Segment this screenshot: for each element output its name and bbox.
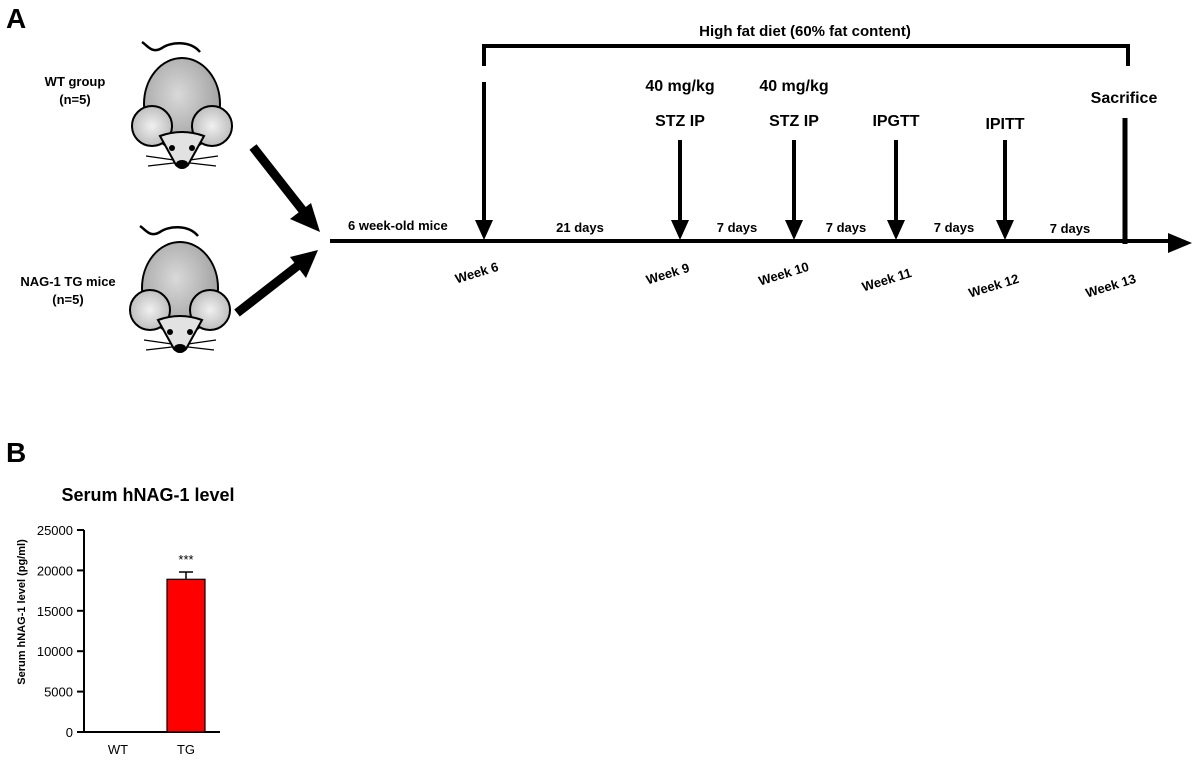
- group-n-tg: (n=5): [52, 292, 83, 307]
- event-arrow-week11: [887, 140, 905, 240]
- event-label-week9: STZ IP: [655, 113, 705, 130]
- y-tick-label: 5000: [44, 685, 73, 700]
- panel-a-letter: A: [6, 3, 26, 34]
- week-label-11: Week 11: [860, 265, 913, 294]
- diet-bracket: [482, 44, 1130, 66]
- week-label-13: Week 13: [1084, 271, 1138, 300]
- y-tick-label: 25000: [37, 523, 73, 538]
- x-tick-label-tg: TG: [177, 742, 195, 757]
- bar-tg: [166, 578, 206, 733]
- week-label-12: Week 12: [967, 271, 1021, 300]
- week-label-10: Week 10: [757, 259, 811, 288]
- event-label-week12: IPITT: [985, 116, 1024, 133]
- chart-y-axis-label: Serum hNAG-1 level (pg/ml): [16, 539, 28, 685]
- event-label-week11: IPGTT: [872, 113, 919, 130]
- week-label-9: Week 9: [644, 260, 691, 287]
- y-tick-label: 0: [66, 725, 73, 740]
- event-arrow-week12: [996, 140, 1014, 240]
- event-arrow-week6: [475, 82, 493, 240]
- merge-arrow-wt: [249, 144, 320, 232]
- event-dose-week10: 40 mg/kg: [759, 78, 828, 95]
- y-tick-label: 15000: [37, 604, 73, 619]
- merge-arrow-tg: [234, 250, 318, 317]
- interval-label-1: 21 days: [556, 220, 604, 235]
- event-label-week13: Sacrifice: [1091, 90, 1158, 107]
- x-tick-label-wt: WT: [108, 742, 128, 757]
- timeline-axis: [330, 233, 1192, 253]
- mouse-wt-icon: [131, 40, 233, 169]
- event-label-week10: STZ IP: [769, 113, 819, 130]
- group-label-wt: WT group: [45, 74, 106, 89]
- interval-label-4: 7 days: [934, 220, 974, 235]
- significance-tg: ***: [178, 552, 193, 567]
- event-dose-week9: 40 mg/kg: [645, 78, 714, 95]
- diet-label: High fat diet (60% fat content): [699, 23, 911, 40]
- chart-title: Serum hNAG-1 level: [61, 485, 234, 505]
- group-n-wt: (n=5): [59, 92, 90, 107]
- interval-label-5: 7 days: [1050, 221, 1090, 236]
- interval-label-2: 7 days: [717, 220, 757, 235]
- event-arrow-week9: [671, 140, 689, 240]
- group-label-tg: NAG-1 TG mice: [20, 274, 115, 289]
- interval-label-3: 7 days: [826, 220, 866, 235]
- event-arrow-week10: [785, 140, 803, 240]
- y-tick-label: 20000: [37, 563, 73, 578]
- panel-b-letter: B: [6, 437, 26, 468]
- start-label: 6 week-old mice: [348, 218, 448, 233]
- y-tick-label: 10000: [37, 644, 73, 659]
- week-label-6: Week 6: [453, 259, 500, 286]
- mouse-tg-icon: [129, 224, 231, 353]
